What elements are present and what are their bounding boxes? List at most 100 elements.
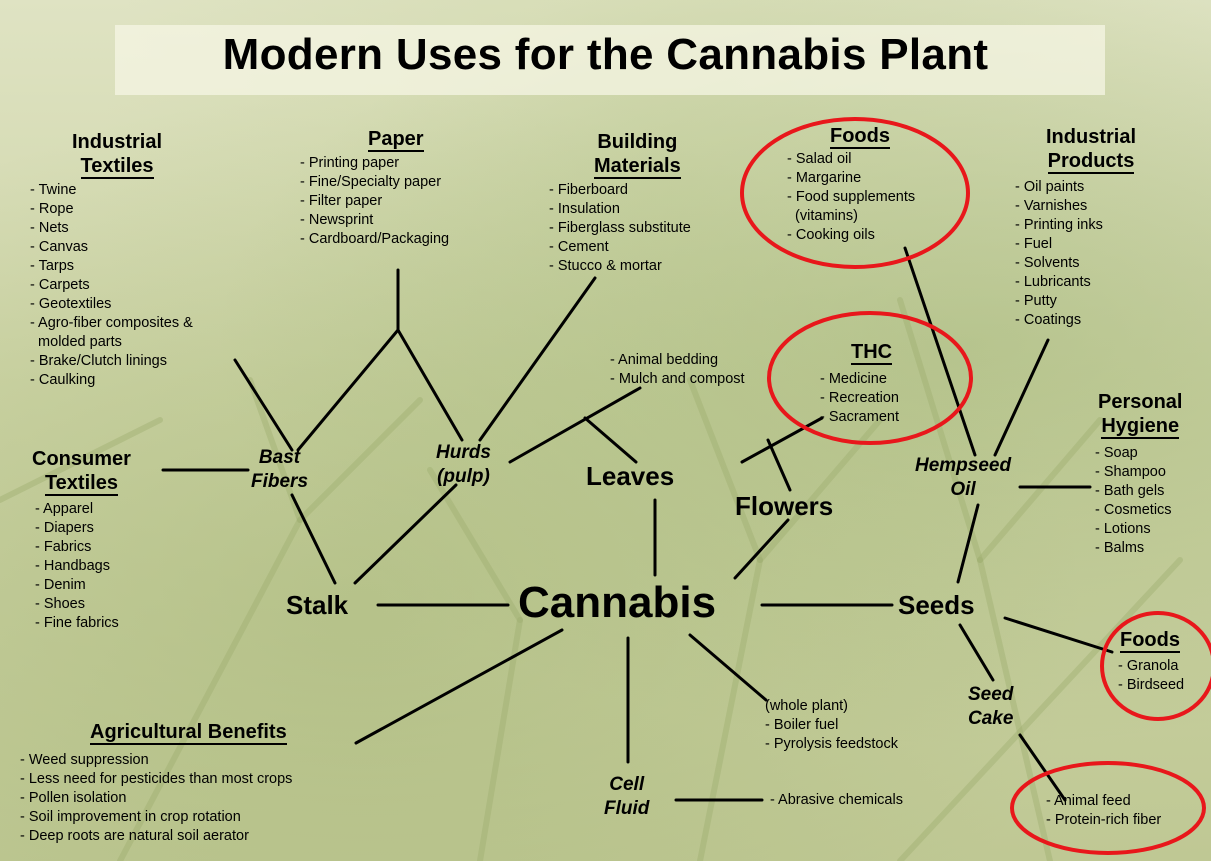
line-cannabis-whole [688,633,768,702]
list-item: - Margarine [787,170,862,186]
list-item: - Bath gels [1095,483,1165,499]
line-hurds-building [478,276,597,442]
node-leaves: Leaves [586,461,675,491]
thc-list: - Medicine - Recreation - Sacrament [820,370,899,427]
line-hurds-paper [396,328,464,442]
list-item: - Newsprint [300,212,374,228]
list-item: - Agro-fiber composites & [30,315,193,331]
line-bast-industrial [233,358,294,452]
node-hurds: Hurds(pulp) [436,442,491,487]
list-item: - Putty [1015,293,1057,309]
line-leaves-leafuses [583,416,638,464]
list-item: - Cement [549,239,609,255]
list-item: - Apparel [35,501,94,517]
foods-seeds-heading: Foods [1120,629,1180,653]
highlight-circles [740,117,1211,855]
consumer-textiles-heading: Consumer Textiles [32,448,131,496]
list-item: - Diapers [35,520,94,536]
list-item: - Soap [1095,445,1138,461]
list-item: - Animal bedding [610,352,719,368]
line-seeds-oil [956,503,980,584]
line-seeds-cake [958,623,995,682]
foods-top-heading: Foods [830,125,890,149]
list-item: - Canvas [30,239,89,255]
list-item: - Oil paints [1015,179,1085,195]
list-item: - Filter paper [300,193,383,209]
list-item: - Boiler fuel [765,717,839,733]
list-item: - Varnishes [1015,198,1088,214]
list-item: - Salad oil [787,151,852,167]
thc-heading: THC [851,341,893,365]
list-item: - Pyrolysis feedstock [765,736,898,752]
list-item: - Granola [1118,658,1179,674]
line-seeds-foods [1003,616,1114,654]
list-item: - Cosmetics [1095,502,1172,518]
list-item: - Handbags [35,558,110,574]
list-item: - Medicine [820,371,887,387]
list-item: - Animal feed [1046,793,1131,809]
highlight-seed-cake-uses [1010,761,1206,855]
list-item: - Tarps [30,258,75,274]
list-item: - Fine/Specialty paper [300,174,442,190]
consumer-textiles-list: - Apparel - Diapers - Fabrics - Handbags… [35,500,119,633]
line-cannabis-ag [354,628,564,745]
list-item: - Denim [35,577,86,593]
industrial-textiles-list: - Twine - Rope - Nets - Canvas - Tarps -… [30,181,193,390]
line-cannabis-flowers [733,518,790,580]
list-item: - Lubricants [1015,274,1091,290]
foods-seeds-list: - Granola - Birdseed [1118,657,1184,695]
list-item: - Recreation [820,390,899,406]
list-item: molded parts [30,334,122,350]
title-background [115,25,1105,95]
building-materials-list: - Fiberboard - Insulation - Fiberglass s… [549,181,691,276]
line-oil-industrial [993,338,1050,457]
line-hurds-leafuses [508,386,642,464]
agricultural-benefits-list: - Weed suppression - Less need for pesti… [20,751,292,846]
highlight-foods-seeds [1100,611,1211,721]
personal-hygiene-list: - Soap - Shampoo - Bath gels - Cosmetics… [1095,444,1172,558]
list-item: - Printing paper [300,155,400,171]
list-item: (whole plant) [765,698,849,714]
highlight-foods-top [740,117,970,269]
seed-cake-uses-list: - Animal feed - Protein-rich fiber [1046,792,1161,830]
list-item: - Coatings [1015,312,1082,328]
paper-heading: Paper [368,128,424,152]
list-item: - Fuel [1015,236,1053,252]
paper-list: - Printing paper - Fine/Specialty paper … [300,154,449,249]
list-item: - Cardboard/Packaging [300,231,450,247]
list-item: - Fiberglass substitute [549,220,691,236]
list-item: - Shampoo [1095,464,1166,480]
list-item: - Pollen isolation [20,790,127,806]
list-item: - Abrasive chemicals [770,792,903,808]
line-oil-foods [903,246,977,457]
list-item: - Geotextiles [30,296,112,312]
personal-hygiene-heading: Personal Hygiene [1098,391,1183,439]
industrial-products-heading: Industrial Products [1046,126,1137,174]
highlight-thc [767,311,973,445]
list-item: - Mulch and compost [610,371,745,387]
line-flowers-thc2 [766,438,792,492]
list-item: - Solvents [1015,255,1080,271]
list-item: - Fabrics [35,539,92,555]
cell-fluid-uses-list: - Abrasive chemicals [770,791,903,810]
list-item: - Deep roots are natural soil aerator [20,828,249,844]
list-item: (vitamins) [787,208,858,224]
list-item: - Birdseed [1118,677,1185,693]
node-seeds: Seeds [898,590,975,620]
foods-top-list: - Salad oil - Margarine - Food supplemen… [787,150,915,245]
list-item: - Weed suppression [20,752,149,768]
list-item: - Less need for pesticides than most cro… [20,771,293,787]
list-item: - Soil improvement in crop rotation [20,809,241,825]
list-item: - Balms [1095,540,1145,556]
line-flowers-thc [740,416,824,464]
industrial-products-list: - Oil paints - Varnishes - Printing inks… [1015,178,1103,330]
building-materials-heading: Building Materials [594,131,681,179]
list-item: - Stucco & mortar [549,258,662,274]
whole-plant-list: (whole plant) - Boiler fuel - Pyrolysis … [765,697,898,754]
